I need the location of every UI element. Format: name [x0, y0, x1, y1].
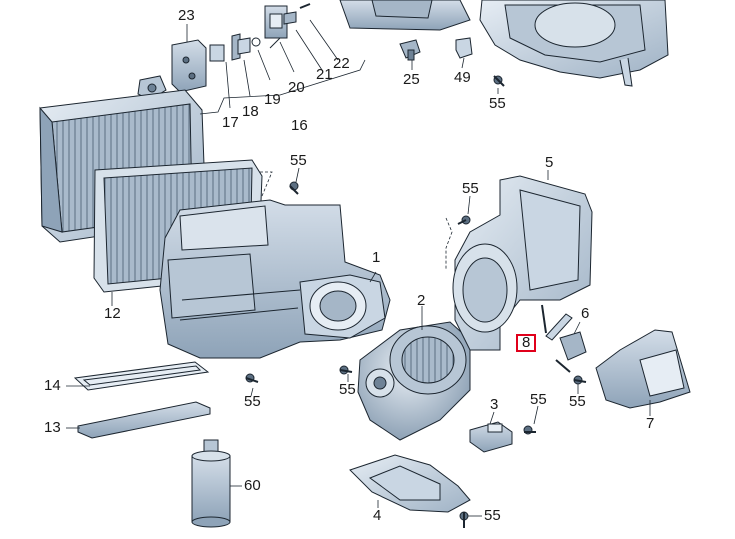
callout-2[interactable]: 2 — [417, 292, 426, 309]
callout-60[interactable]: 60 — [244, 477, 261, 494]
part-4-lower-cover — [349, 454, 471, 513]
part-60-bottle — [191, 439, 231, 528]
callout-22[interactable]: 22 — [333, 55, 350, 72]
leader-lines — [66, 19, 651, 517]
callout-55-a[interactable]: 55 — [290, 152, 307, 169]
upper-housing-part — [339, 0, 669, 87]
part-23-bracket — [137, 39, 207, 101]
callout-49[interactable]: 49 — [454, 69, 471, 86]
part-8-lever — [541, 304, 573, 341]
screw-55-c — [245, 373, 259, 383]
callout-6[interactable]: 6 — [581, 305, 590, 322]
part-49-clip — [455, 37, 473, 59]
part-3-resistor — [469, 421, 513, 453]
callout-3[interactable]: 3 — [490, 396, 499, 413]
screw-55-g — [459, 511, 469, 528]
callout-55-b[interactable]: 55 — [462, 180, 479, 197]
callout-5[interactable]: 5 — [545, 154, 554, 171]
blower-housing — [452, 175, 593, 351]
callout-21[interactable]: 21 — [316, 66, 333, 83]
callout-1[interactable]: 1 — [372, 249, 381, 266]
part-13-strip — [77, 401, 211, 439]
callout-4[interactable]: 4 — [373, 507, 382, 524]
callout-55-d[interactable]: 55 — [339, 381, 356, 398]
screw-55-d — [339, 365, 353, 375]
callout-7[interactable]: 7 — [646, 415, 655, 432]
callout-19[interactable]: 19 — [264, 91, 281, 108]
callout-17[interactable]: 17 — [222, 114, 239, 131]
heater-housing — [159, 199, 391, 359]
part-14-seal-strip — [73, 361, 210, 391]
screw-55-b — [457, 215, 471, 225]
callout-8-highlighted[interactable]: 8 — [516, 334, 537, 352]
callout-55-f[interactable]: 55 — [569, 393, 586, 410]
callout-23[interactable]: 23 — [178, 7, 195, 24]
callout-55-e[interactable]: 55 — [530, 391, 547, 408]
part-6-actuator — [555, 331, 587, 373]
callout-55-top[interactable]: 55 — [489, 95, 506, 112]
callout-18[interactable]: 18 — [242, 103, 259, 120]
callout-14[interactable]: 14 — [44, 377, 61, 394]
callout-13[interactable]: 13 — [44, 419, 61, 436]
callout-25[interactable]: 25 — [403, 71, 420, 88]
screw-55-top — [493, 75, 505, 87]
expansion-valve-assembly — [209, 3, 311, 62]
screw-55-e — [523, 425, 536, 435]
part-25-sensor — [399, 39, 421, 61]
screw-55-f — [573, 375, 587, 385]
callout-12[interactable]: 12 — [104, 305, 121, 322]
callout-16[interactable]: 16 — [291, 117, 308, 134]
callout-55-c[interactable]: 55 — [244, 393, 261, 410]
blower-motor — [357, 321, 471, 441]
callout-20[interactable]: 20 — [288, 79, 305, 96]
callout-55-g[interactable]: 55 — [484, 507, 501, 524]
screw-55-a — [289, 181, 299, 195]
part-7-air-duct — [595, 329, 691, 409]
